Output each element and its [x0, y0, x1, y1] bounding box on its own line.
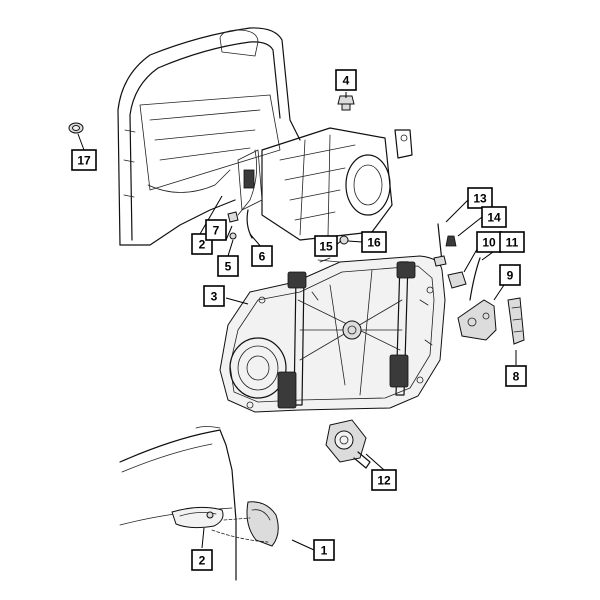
grommet-part-17 [68, 122, 84, 134]
callout-label: 2 [199, 238, 206, 252]
callout-label: 14 [487, 211, 501, 225]
callout-4[interactable]: 4 [335, 69, 357, 91]
callout-9[interactable]: 9 [499, 264, 521, 286]
callout-7[interactable]: 7 [205, 219, 227, 241]
callout-12[interactable]: 12 [371, 469, 397, 491]
door-handle-part-1 [171, 501, 279, 547]
callout-6[interactable]: 6 [251, 245, 273, 267]
bracket-part-8 [507, 297, 525, 345]
bolt-part-4 [337, 95, 355, 111]
window-motor-part-12 [325, 419, 371, 469]
callout-2-lower[interactable]: 2 [191, 549, 213, 571]
callout-label: 6 [259, 250, 266, 264]
callout-label: 4 [343, 74, 350, 88]
callout-label: 13 [473, 192, 487, 206]
callout-label: 11 [506, 236, 519, 250]
callout-1[interactable]: 1 [313, 539, 335, 561]
small-parts-5-6-7 [227, 209, 253, 240]
callout-label: 15 [319, 240, 333, 254]
callout-16[interactable]: 16 [361, 231, 387, 253]
callout-17[interactable]: 17 [71, 149, 97, 171]
door-shell [117, 27, 301, 246]
small-parts-13-14-15-16 [317, 223, 457, 267]
callout-13[interactable]: 13 [467, 187, 493, 209]
callout-label: 8 [513, 370, 520, 384]
callout-5[interactable]: 5 [217, 255, 239, 277]
callout-8[interactable]: 8 [505, 365, 527, 387]
callout-10[interactable]: 10 [476, 231, 502, 253]
callout-label: 17 [77, 154, 91, 168]
callout-label: 3 [211, 290, 218, 304]
callout-label: 7 [213, 224, 220, 238]
callout-3[interactable]: 3 [203, 285, 225, 307]
callout-label: 12 [377, 474, 391, 488]
callout-label: 9 [507, 269, 514, 283]
latch-parts-9-10-11 [447, 257, 497, 341]
callout-14[interactable]: 14 [481, 206, 507, 228]
window-regulator-panel [219, 255, 446, 413]
callout-11[interactable]: 11 [499, 231, 525, 253]
door-inner-module [237, 127, 413, 241]
callout-label: 5 [225, 260, 232, 274]
callout-label: 1 [321, 544, 328, 558]
callout-label: 2 [199, 554, 206, 568]
callout-label: 16 [367, 236, 381, 250]
door-outer-panel [119, 426, 237, 581]
callout-15[interactable]: 15 [314, 235, 338, 257]
callout-label: 10 [482, 236, 496, 250]
